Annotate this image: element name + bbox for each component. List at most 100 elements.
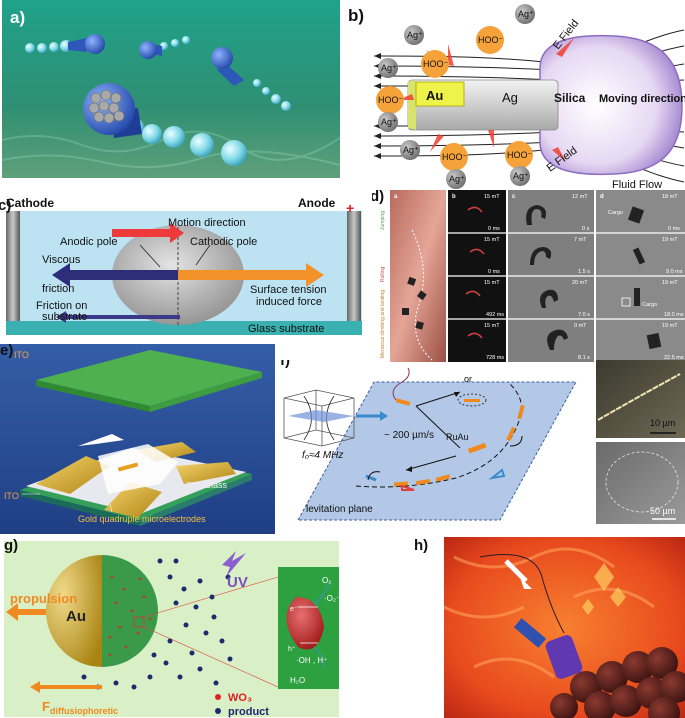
panel-a-illustration bbox=[2, 0, 340, 178]
o2-label: O₂ bbox=[322, 576, 331, 585]
legend-wo3-label: WO₃ bbox=[228, 692, 252, 704]
helical-micromotor bbox=[545, 635, 583, 679]
panel-a: a) bbox=[2, 0, 340, 178]
ag-label: Ag bbox=[502, 90, 518, 105]
panel-h-label: h) bbox=[414, 537, 429, 554]
levitation-plane-label: levitation plane bbox=[306, 504, 373, 515]
motion-direction-arrow bbox=[112, 223, 184, 243]
col-b-letter: b bbox=[452, 194, 456, 200]
panel-c-label: c) bbox=[0, 197, 12, 214]
field-c-2: 7 mT bbox=[574, 237, 587, 243]
glass-substrate-label: Glass substrate bbox=[248, 323, 324, 335]
micrograph-1 bbox=[596, 360, 685, 438]
viscous-friction-arrow bbox=[52, 263, 178, 287]
time-d-2: 9.0 ms bbox=[666, 269, 683, 275]
panel-g: UV propulsion Au Fdiffusiophoretic O₂ ·O… bbox=[0, 537, 343, 718]
micromotor-small-1 bbox=[68, 34, 105, 54]
f-sub: diffusiophoretic bbox=[50, 706, 118, 716]
ito-top-label: ITO bbox=[14, 350, 29, 360]
flow-arrowheads bbox=[374, 53, 381, 159]
time-b-1: 0 ms bbox=[488, 226, 500, 232]
hole-label: h⁺ bbox=[288, 645, 296, 653]
col-d-letter: d bbox=[600, 194, 604, 200]
field-b-2: 15 mT bbox=[484, 237, 500, 243]
panel-c: Cathode Anode + Motion direction Anodic … bbox=[0, 193, 368, 338]
micrograph-2 bbox=[596, 442, 685, 524]
panel-h: h) bbox=[414, 537, 685, 718]
field-c-4: 0 mT bbox=[574, 323, 587, 329]
propulsion-label: propulsion bbox=[10, 591, 77, 606]
legend-product-dot bbox=[215, 708, 221, 714]
cargo-label-2: Cargo bbox=[642, 302, 657, 308]
field-c-1: 12 mT bbox=[572, 194, 588, 200]
cargo-label-1: Cargo bbox=[608, 210, 623, 216]
panel-h-illustration bbox=[443, 537, 685, 718]
side-label-rolling: Rolling bbox=[380, 266, 386, 282]
tissue-photo bbox=[390, 190, 446, 362]
hoo-ion-4: HOO⁻ bbox=[442, 152, 468, 162]
panel-d-label: d) bbox=[372, 190, 385, 205]
surface-tension-label-2: induced force bbox=[256, 296, 322, 308]
panel-c-diagram: Cathode Anode + Motion direction Anodic … bbox=[6, 196, 362, 335]
frequency-label: f₀≈4 MHz bbox=[302, 450, 343, 461]
time-b-3: 492 ms bbox=[486, 312, 504, 318]
time-c-3: 7.0 s bbox=[578, 312, 590, 318]
anode-electrode bbox=[347, 211, 361, 323]
field-b-3: 15 mT bbox=[484, 280, 500, 286]
microelectrode-4 bbox=[176, 462, 236, 484]
uv-label: UV bbox=[227, 574, 248, 591]
glass-label: Glass bbox=[204, 480, 228, 490]
bubble-trail bbox=[25, 36, 291, 166]
hoo-ions bbox=[376, 26, 533, 171]
time-c-4: 8.1 s bbox=[578, 355, 590, 361]
electron-label: e⁻ bbox=[290, 606, 298, 613]
product-dots bbox=[81, 558, 233, 690]
viscous-label-2: friction bbox=[42, 283, 74, 295]
ag-ion-6: Ag⁺ bbox=[449, 174, 465, 184]
col-a-letter: a bbox=[394, 194, 398, 200]
cell-cluster bbox=[550, 647, 685, 718]
cathode-electrode bbox=[6, 211, 20, 323]
nanorod bbox=[407, 79, 559, 131]
motion-direction-label: Motion direction bbox=[168, 217, 246, 229]
field-b-1: 15 mT bbox=[484, 194, 500, 200]
time-b-2: 0 ms bbox=[488, 269, 500, 275]
cathodic-pole-label: Cathodic pole bbox=[190, 236, 257, 248]
speed-label: ~ 200 µm/s bbox=[384, 430, 434, 441]
ito-top-plate bbox=[36, 350, 262, 406]
microelectrode-3 bbox=[104, 482, 162, 518]
panel-d: a b c d Jumping Rolling Meniscus climbin… bbox=[372, 190, 685, 362]
surface-tension-label-1: Surface tension bbox=[250, 284, 326, 296]
panel-d-image-grid: a b c d Jumping Rolling Meniscus climbin… bbox=[380, 190, 685, 362]
micromotor-small-3 bbox=[211, 47, 244, 86]
panel-f-diagram: f₀≈4 MHz or ~ 200 µm/s RuAu levitation p… bbox=[283, 360, 685, 524]
legend-product-label: product bbox=[228, 706, 269, 718]
superoxide-label: ·O₂⁻ bbox=[324, 594, 340, 603]
panel-e: ITO ITO Glass Gold quadruple microelectr… bbox=[0, 344, 275, 534]
microelectrode-1 bbox=[36, 456, 110, 494]
cathode-label: Cathode bbox=[6, 196, 54, 210]
ag-ions bbox=[378, 4, 535, 189]
scale-bar-1: 10 µm bbox=[650, 418, 675, 428]
friction-label-2: substrate bbox=[42, 311, 87, 323]
time-d-1: 0 ms bbox=[668, 226, 680, 232]
wo3-hemisphere bbox=[102, 555, 158, 667]
side-label-jumping: Jumping bbox=[380, 211, 386, 230]
micromotor-small-2 bbox=[139, 41, 162, 59]
uv-lightning-icon bbox=[222, 551, 246, 577]
friction-label-1: Friction on bbox=[36, 300, 87, 312]
field-b-4: 15 mT bbox=[484, 323, 500, 329]
legend-wo3-dot bbox=[215, 694, 221, 700]
ag-ion-5: Ag⁺ bbox=[403, 145, 419, 155]
magnet-rod bbox=[513, 618, 547, 648]
wo3-particle bbox=[286, 597, 324, 650]
silica-cap bbox=[539, 34, 683, 176]
hoo-ion-3: HOO⁻ bbox=[378, 95, 404, 105]
h2o-label: H₂O bbox=[290, 676, 305, 685]
panel-b: Ag⁺ Ag⁺ Ag⁺ Ag⁺ Ag⁺ Ag⁺ Ag⁺ HOO⁻ HOO⁻ HO… bbox=[344, 0, 685, 192]
hydroxyl-label: ·OH , H⁺ bbox=[296, 656, 327, 665]
nanowire bbox=[117, 462, 139, 472]
viscous-label-1: Viscous bbox=[42, 254, 81, 266]
ag-ion-1: Ag⁺ bbox=[407, 30, 423, 40]
hoo-ion-5: HOO⁻ bbox=[507, 150, 533, 160]
